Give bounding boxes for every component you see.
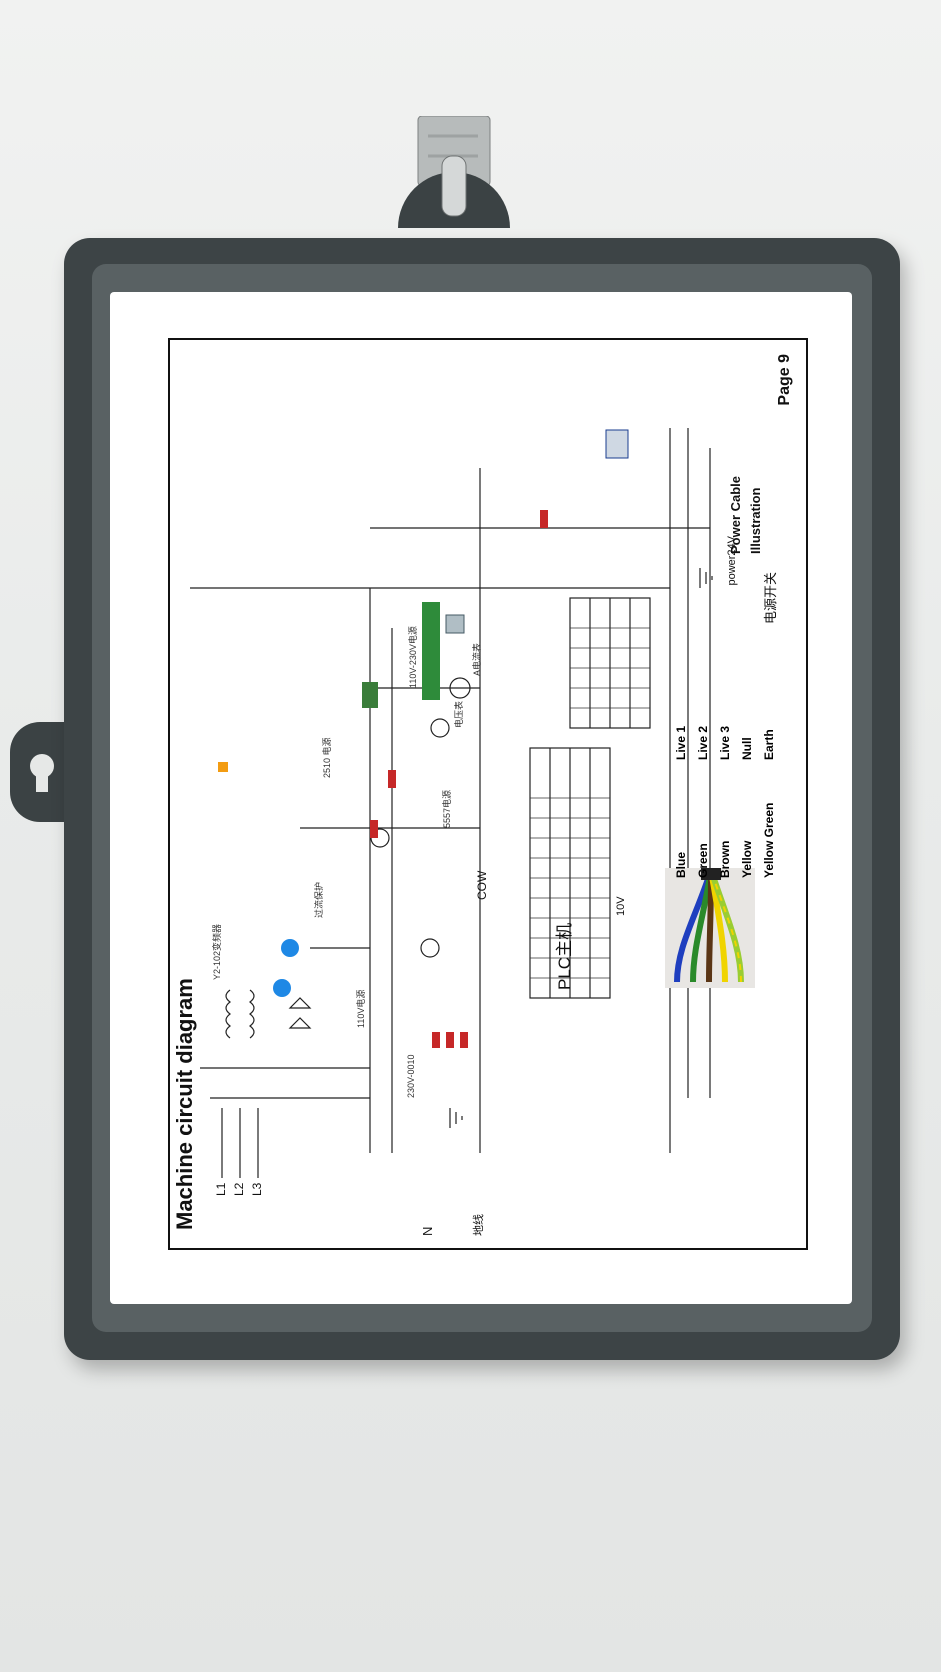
cable-legend: Blue Live 1 Green Live 2 Brown Live 3 Ye… xyxy=(670,726,780,878)
misc-label: 过流保护 xyxy=(314,881,324,918)
cow-label: COW xyxy=(475,870,489,900)
phase-l3: L3 xyxy=(250,1182,264,1196)
phase-l2: L2 xyxy=(232,1182,246,1196)
metal-hanger-icon xyxy=(398,116,510,228)
legend-row: Brown Live 3 xyxy=(718,725,732,878)
legend-row: Yellow Null xyxy=(740,737,754,878)
phase-l1: L1 xyxy=(214,1182,228,1196)
misc-label: 110V电源 xyxy=(356,989,366,1028)
legend-row: Yellow Green Earth xyxy=(762,729,776,878)
circuit-document: Machine circuit diagram Page 9 xyxy=(168,338,808,1250)
misc-label: 230V-0010 xyxy=(406,1054,416,1098)
misc-label: 电压表 xyxy=(454,700,464,728)
ten-volt-label: 10V xyxy=(615,896,627,916)
misc-label: 110V-230V电源 xyxy=(408,626,418,688)
plc-label: PLC主机 xyxy=(555,922,574,990)
schematic-drawing xyxy=(190,428,713,1178)
misc-label: A电流表 xyxy=(472,642,482,676)
relay-fuses xyxy=(370,510,548,1048)
misc-label: 5557电源 xyxy=(442,789,452,828)
side-hanger-icon xyxy=(10,722,70,822)
legend-row: Blue Live 1 xyxy=(674,725,688,878)
power-cable-photo xyxy=(665,868,755,988)
power-switch-label: 电源开关 xyxy=(763,572,778,625)
misc-label: Y2-102变频器 xyxy=(212,923,222,980)
legend-row: Green Live 2 xyxy=(696,725,710,878)
cable-title: Power Cable Illustration xyxy=(728,475,763,554)
misc-label: 2510 电源 xyxy=(322,737,332,778)
neutral-label: N xyxy=(420,1226,435,1236)
ground-label: 地线 xyxy=(473,1214,485,1236)
phase-labels: L1 L2 L3 xyxy=(214,1183,268,1196)
